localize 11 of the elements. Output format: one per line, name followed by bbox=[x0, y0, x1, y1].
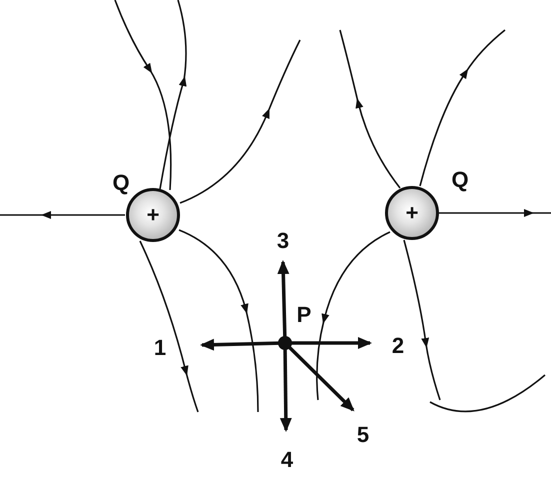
arrow-number: 5 bbox=[356, 424, 370, 446]
arrow-number: 4 bbox=[280, 449, 294, 471]
charge-label: Q bbox=[451, 169, 469, 191]
arrow-number: 2 bbox=[392, 335, 404, 357]
charge-label: Q bbox=[112, 172, 130, 194]
charge-circle bbox=[385, 186, 439, 240]
arrow-number: 3 bbox=[276, 230, 290, 252]
charge-sign: + bbox=[146, 204, 160, 226]
charge-sign: + bbox=[406, 202, 418, 224]
point-label: P bbox=[296, 304, 312, 326]
arrow-number: 1 bbox=[154, 337, 166, 359]
